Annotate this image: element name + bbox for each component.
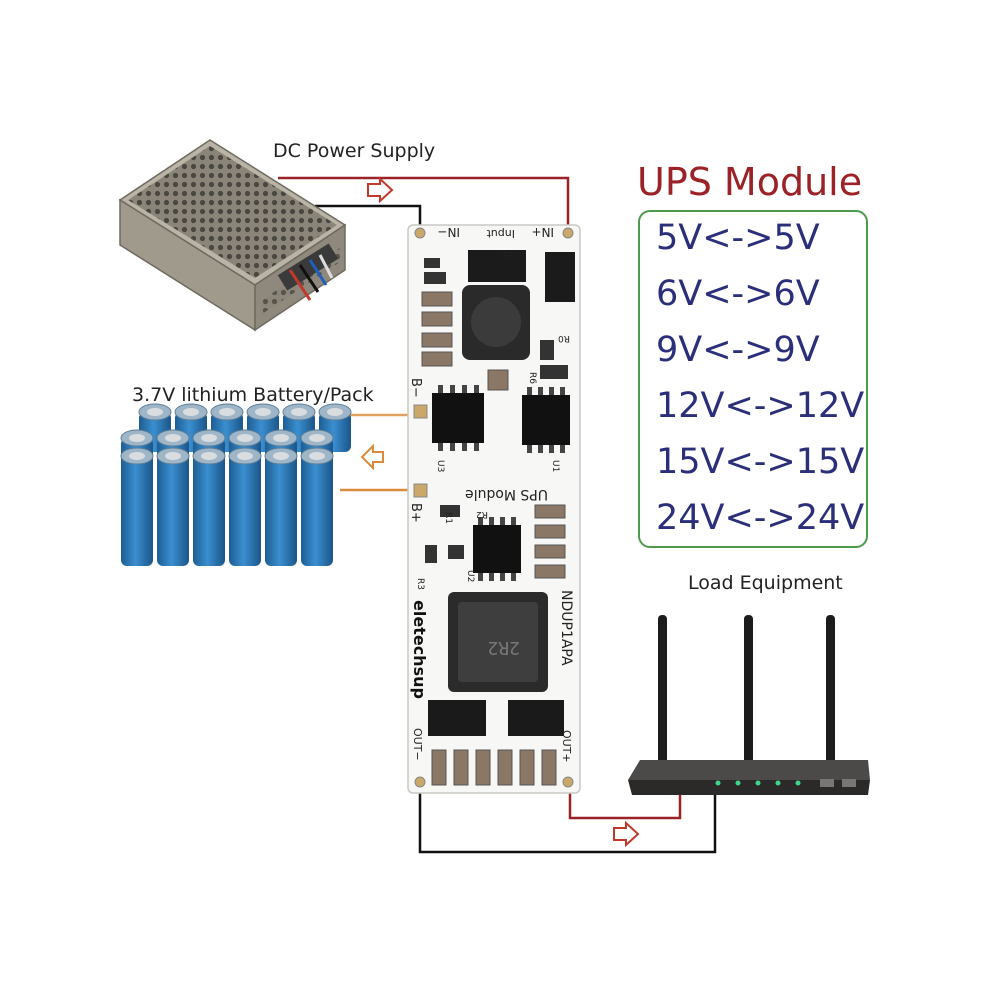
- battery-cell: [265, 456, 297, 566]
- battery-cell-terminal: [129, 434, 145, 442]
- battery-cell-terminal: [291, 408, 307, 416]
- battery-cell: [193, 456, 225, 566]
- input-negative-wire: [315, 204, 422, 232]
- pin-in-minus: IN−: [437, 225, 460, 239]
- battery-cell-terminal: [165, 452, 181, 460]
- model-silk: NDUP1APA: [558, 590, 574, 666]
- mosfet-out-1: [428, 700, 486, 736]
- voltage-item: 24V<->24V: [656, 498, 865, 538]
- out-plus-pad: [562, 776, 574, 788]
- antenna-right: [826, 615, 835, 775]
- ic-u1: [522, 387, 570, 453]
- battery-cell-terminal: [129, 452, 145, 460]
- battery-cell-terminal: [309, 452, 325, 460]
- mosfet-out-2: [508, 700, 564, 736]
- battery-cell-terminal: [309, 434, 325, 442]
- ref-r3: R3: [415, 578, 425, 590]
- out-minus-pad: [414, 776, 426, 788]
- voltage-item: 5V<->5V: [656, 218, 820, 258]
- brand-silk: eletechsup: [410, 600, 429, 699]
- battery-cell-terminal: [183, 408, 199, 416]
- ref-r6: R6: [527, 372, 537, 384]
- battery-cell-terminal: [147, 408, 163, 416]
- voltage-item: 15V<->15V: [656, 442, 865, 482]
- wires: [278, 176, 717, 854]
- in-minus-pad: [414, 227, 426, 239]
- antenna-left: [658, 615, 667, 775]
- output-flow-arrow: [613, 820, 640, 848]
- ref-u3: U3: [435, 460, 445, 472]
- battery-cell-terminal: [165, 434, 181, 442]
- ref-u1: U1: [550, 460, 560, 472]
- battery-label: 3.7V lithium Battery/Pack: [132, 384, 374, 406]
- input-silk: Input: [486, 227, 515, 240]
- battery-cell-terminal: [201, 452, 217, 460]
- voltage-item: 12V<->12V: [656, 386, 865, 426]
- battery-cell-terminal: [237, 452, 253, 460]
- b-minus-pad: [413, 404, 428, 419]
- router: [628, 615, 870, 795]
- output-capacitors: [431, 749, 557, 786]
- battery-pack: [120, 403, 352, 566]
- ic-u2: [473, 517, 521, 581]
- in-plus-pad: [562, 227, 574, 239]
- input-positive-wire: [278, 176, 570, 232]
- battery-cell-terminal: [273, 452, 289, 460]
- battery-cell-terminal: [255, 408, 271, 416]
- board-name-silk: UPS Module: [465, 486, 548, 502]
- inductor-marking: 2R2: [487, 637, 520, 658]
- battery-cell-terminal: [237, 434, 253, 442]
- ref-r0: R0: [558, 333, 570, 343]
- battery-flow-arrow: [360, 443, 384, 471]
- battery-cell: [121, 456, 153, 566]
- battery-cell: [301, 456, 333, 566]
- output-inductor: [448, 592, 548, 692]
- ic-u3: [432, 385, 484, 451]
- pin-b-plus: B+: [408, 503, 423, 523]
- mosfet-top: [545, 252, 575, 302]
- battery-cell-terminal: [327, 408, 343, 416]
- pin-out-minus: OUT−: [411, 728, 424, 761]
- pin-in-plus: IN+: [531, 225, 554, 239]
- battery-cell-terminal: [201, 434, 217, 442]
- battery-cell-terminal: [273, 434, 289, 442]
- battery-cell-terminal: [219, 408, 235, 416]
- input-flow-arrow: [367, 176, 394, 204]
- output-positive-wire: [568, 785, 682, 820]
- output-negative-wire: [418, 790, 717, 854]
- dc-power-supply: [118, 139, 347, 332]
- antenna-middle: [744, 615, 753, 775]
- ups-module-title: UPS Module: [637, 160, 863, 204]
- battery-cell: [229, 456, 261, 566]
- load-equipment-label: Load Equipment: [688, 572, 843, 594]
- b-plus-pad: [413, 483, 428, 498]
- pin-b-minus: B−: [408, 378, 423, 398]
- pin-out-plus: OUT+: [560, 730, 573, 763]
- ref-c33: C33: [502, 249, 520, 259]
- ref-r2: R2: [476, 509, 488, 519]
- diode: [468, 250, 526, 282]
- battery-cell: [157, 456, 189, 566]
- ref-u2: U2: [465, 570, 475, 582]
- voltage-item: 6V<->6V: [656, 274, 820, 314]
- voltage-item: 9V<->9V: [656, 330, 820, 370]
- ref-r1: R1: [443, 512, 453, 524]
- voltage-list-box: 5V<->5V 6V<->6V 9V<->9V 12V<->12V 15V<->…: [638, 210, 868, 548]
- ups-board: IN− Input IN+ C33 R0 R6 U3 U1 UPS Module…: [407, 224, 581, 794]
- dc-power-supply-label: DC Power Supply: [273, 140, 436, 162]
